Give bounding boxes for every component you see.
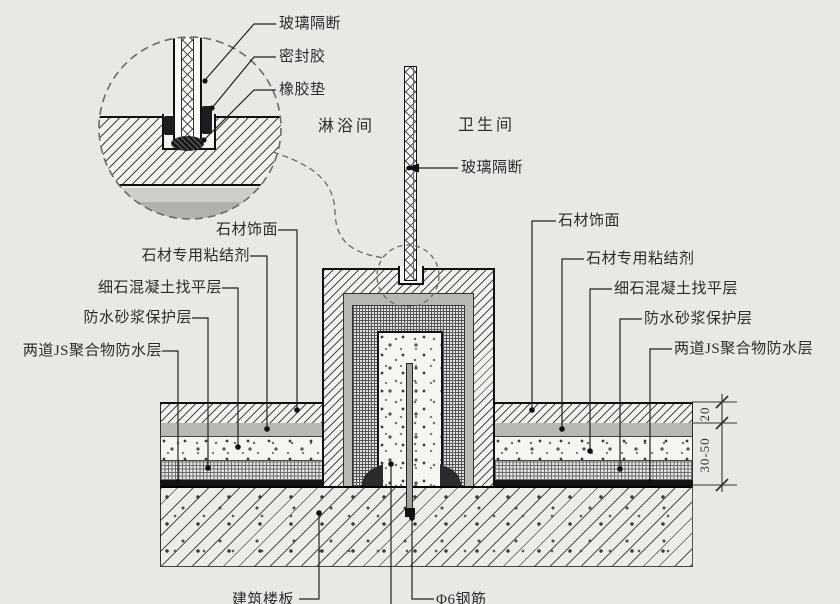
floor-right-adhesive-layer: [495, 423, 693, 436]
room-label-shower: 淋浴间: [318, 118, 376, 135]
floor-left-mortar-layer: [160, 460, 322, 480]
label-leveling-right: 细石混凝土找平层: [614, 281, 739, 297]
glass-partition-label: 玻璃隔断: [461, 160, 524, 176]
glass-partition: [404, 66, 417, 281]
balloon-rubber-pad: [171, 136, 204, 151]
balloon-sealant-left: [164, 116, 174, 135]
label-waterproof-right: 两道JS聚合物防水层: [674, 341, 814, 357]
label-adhesive-right: 石材专用粘结剂: [586, 251, 695, 267]
floor-left-adhesive-layer: [160, 423, 322, 436]
label-stone-finish-right: 石材饰面: [558, 213, 621, 229]
floor-right-mortar-layer: [495, 460, 693, 480]
balloon-glass-core: [181, 37, 194, 139]
balloon-adhesive-band: [99, 188, 281, 202]
floor-right-stone-finish-layer: [495, 402, 693, 423]
rebar: [406, 363, 413, 510]
balloon-sealant-right: [202, 106, 212, 134]
glass-inner-line: [413, 67, 414, 280]
balloon-base-band: [99, 202, 281, 219]
label-rebar: Φ6钢筋: [436, 592, 487, 604]
balloon-label-glass: 玻璃隔断: [279, 16, 342, 32]
label-adhesive-left: 石材专用粘结剂: [141, 248, 250, 264]
balloon-label-sealant: 密封胶: [279, 49, 326, 65]
floor-left-waterproof-layer: [160, 480, 322, 486]
label-structural-slab: 建筑楼板: [232, 592, 295, 604]
label-leveling-left: 细石混凝土找平层: [97, 280, 222, 296]
balloon-glass: [173, 37, 202, 141]
balloon-label-rubber-pad: 橡胶垫: [279, 82, 326, 98]
label-mortar-left: 防水砂浆保护层: [83, 310, 192, 326]
floor-left-leveling-layer: [160, 436, 322, 460]
rebar-tip: [405, 508, 415, 517]
floor-right-leveling-layer: [495, 436, 693, 460]
floor-right-waterproof-layer: [495, 480, 693, 486]
dimension-text-30-50: 30-50: [697, 437, 712, 473]
label-waterproof-left: 两道JS聚合物防水层: [22, 343, 162, 359]
label-mortar-right: 防水砂浆保护层: [644, 311, 753, 327]
room-label-toilet: 卫生间: [458, 117, 516, 134]
floor-left-stone-finish-layer: [160, 402, 322, 423]
label-stone-finish-left: 石材饰面: [215, 222, 278, 238]
detail-balloon: [99, 37, 281, 219]
structural-slab: [160, 486, 693, 567]
